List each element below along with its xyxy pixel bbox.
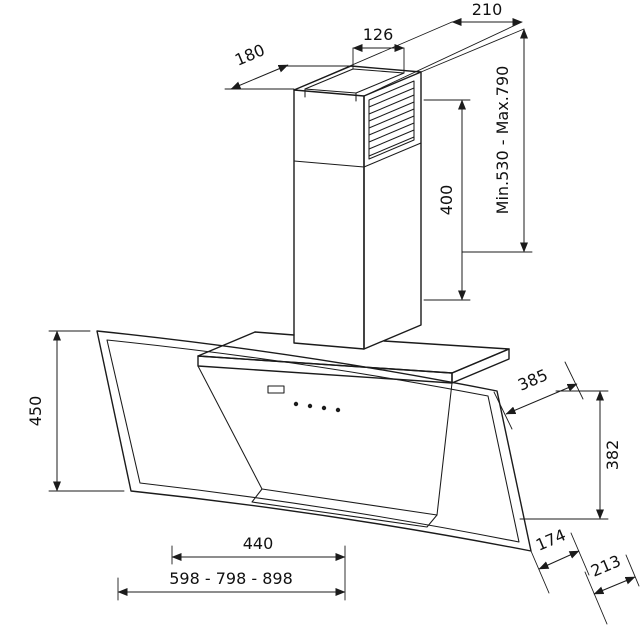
dim-label-174: 174: [533, 525, 569, 554]
dim-glass-height-450: 450: [26, 330, 125, 492]
dim-outlet-width-126: 126: [352, 25, 405, 74]
vent-grille-outline: [368, 80, 415, 160]
dim-label-385: 385: [515, 365, 551, 394]
chimney-outlet-hole: [304, 68, 405, 94]
dim-right-side-height-382: 382: [519, 390, 622, 520]
dim-top-total-depth-385: 385: [493, 361, 584, 430]
dim-label-210: 210: [472, 0, 503, 19]
glass-inner-border: [106, 339, 520, 543]
dim-hood-width-options: 598 - 798 - 898: [117, 569, 346, 601]
control-panel: [267, 385, 341, 413]
control-button-1: [293, 401, 299, 407]
dim-382-extension-lines: [519, 390, 609, 520]
dim-minmax-extension-lines: [420, 28, 533, 253]
dim-bottom-inner-width-440: 440: [171, 534, 346, 601]
dim-chimney-height-range: Min.530 - Max.790: [420, 28, 533, 253]
dim-174-line: [538, 550, 580, 570]
dim-label-126: 126: [363, 25, 394, 44]
chimney-vent-grille: [368, 80, 415, 160]
dim-label-minmax: Min.530 - Max.790: [493, 66, 512, 215]
vent-grille-louvers: [368, 87, 415, 157]
dim-213-extension-lines: [584, 554, 640, 625]
hood-top-plate: [197, 331, 510, 384]
dim-chimney-section-400: 400: [423, 99, 471, 301]
dim-450-extension-lines: [48, 330, 125, 492]
dim-213-line: [593, 576, 636, 595]
hood-body: [197, 365, 453, 528]
control-button-2: [307, 403, 313, 409]
chimney-front-face: [293, 89, 365, 350]
dim-label-180: 180: [232, 40, 268, 69]
body-bottom-face: [251, 488, 438, 528]
dim-385-extension-lines: [493, 361, 584, 430]
dim-label-213: 213: [588, 551, 624, 580]
dim-bottom-rear-depth-213: 213: [584, 551, 640, 625]
chimney: [293, 65, 422, 350]
dim-180-line: [230, 64, 289, 90]
dim-210-extension-lines: [293, 21, 523, 97]
chimney-telescopic-seam: [293, 142, 422, 168]
dim-top-depth-180: 180: [224, 40, 352, 90]
dim-label-598-798-898: 598 - 798 - 898: [169, 569, 293, 588]
dim-label-400: 400: [437, 185, 456, 216]
chimney-wall-thickness-ticks: [304, 88, 357, 102]
body-front-trapezoid: [197, 365, 453, 516]
chimney-side-face: [363, 71, 422, 350]
dim-label-382: 382: [603, 440, 622, 471]
control-button-3: [321, 405, 327, 411]
display-window: [267, 385, 285, 394]
dim-label-450: 450: [26, 396, 45, 427]
dim-label-440: 440: [243, 534, 274, 553]
dim-385-line: [505, 383, 578, 415]
control-button-4: [335, 407, 341, 413]
dim-top-width-210: 210: [293, 0, 523, 97]
top-plate-side-band: [451, 348, 510, 384]
dim-bottom-front-depth-174: 174: [530, 525, 590, 594]
dim-174-extension-lines: [530, 532, 590, 594]
